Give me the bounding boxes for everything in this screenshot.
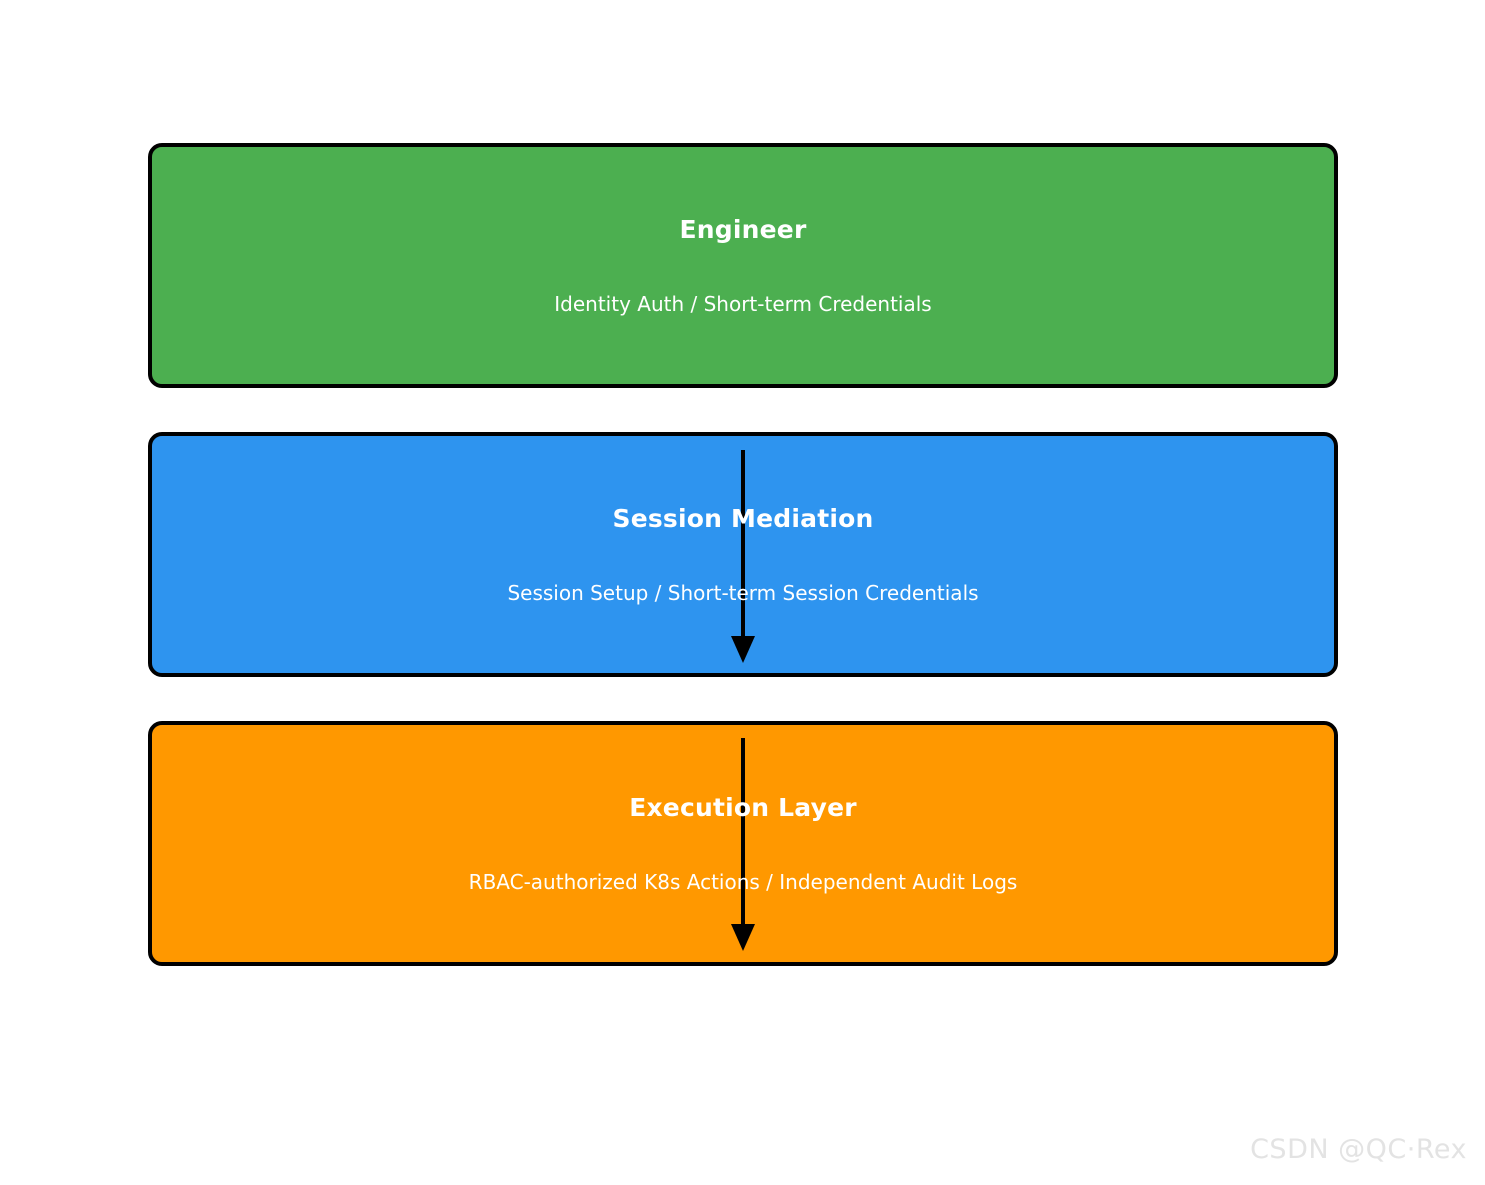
layer-subtitle-session-mediation: Session Setup / Short-term Session Crede… [507,581,979,606]
layer-box-session-mediation: Session Mediation Session Setup / Short-… [148,432,1338,677]
layer-title-session-mediation: Session Mediation [612,503,874,533]
layer-box-execution-layer: Execution Layer RBAC-authorized K8s Acti… [148,721,1338,966]
layer-title-execution-layer: Execution Layer [629,792,857,822]
layer-title-engineer: Engineer [679,214,807,244]
layer-box-engineer: Engineer Identity Auth / Short-term Cred… [148,143,1338,388]
layer-subtitle-engineer: Identity Auth / Short-term Credentials [554,292,932,317]
layer-subtitle-execution-layer: RBAC-authorized K8s Actions / Independen… [468,870,1018,895]
watermark-label: CSDN @QC·Rex [1250,1134,1467,1165]
